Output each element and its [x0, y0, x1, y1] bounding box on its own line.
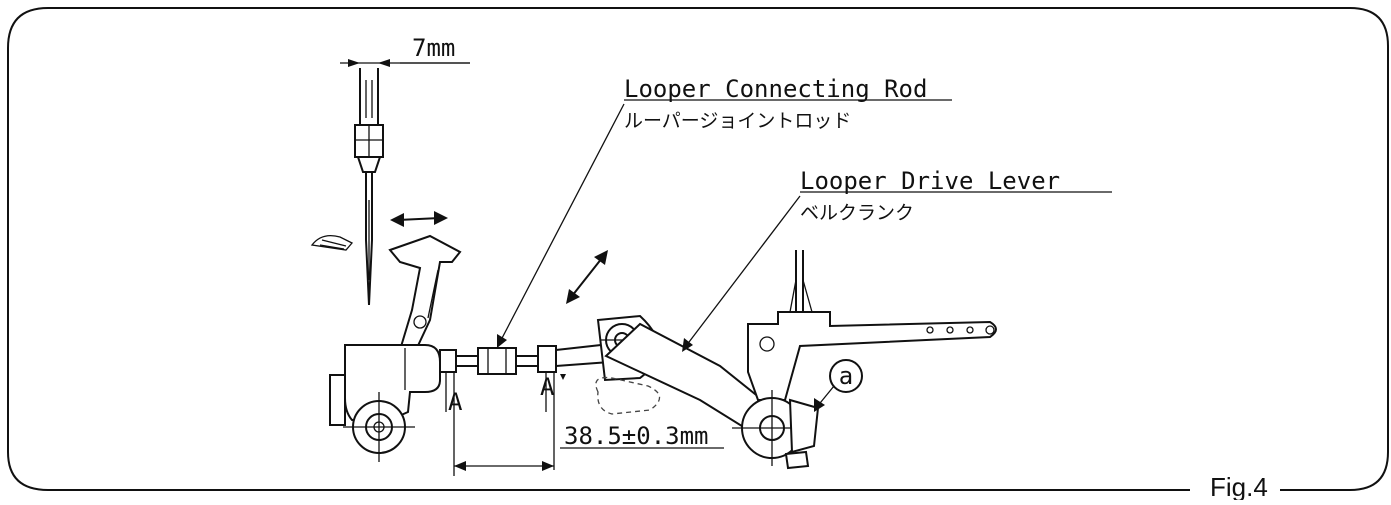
drive-lever-callout: Looper Drive Lever ベルクランク — [682, 167, 1112, 352]
needle-motion-arrow — [390, 211, 448, 227]
callout-a: a — [814, 359, 863, 412]
needle-assembly — [354, 68, 384, 306]
looper-base — [329, 344, 441, 462]
looper-connecting-rod — [439, 343, 611, 375]
point-a-markers: A A — [445, 372, 566, 416]
rod-motion-arrow — [566, 250, 608, 304]
frame-border — [7, 7, 1389, 491]
connecting-rod-label-jp: ルーパージョイントロッド — [624, 110, 851, 132]
connecting-rod-callout: Looper Connecting Rod ルーパージョイントロッド — [497, 75, 952, 348]
rod-length-dimension: 38.5±0.3mm — [453, 372, 724, 476]
thread-guide-sketch — [310, 234, 354, 251]
point-a-right-label: A — [540, 373, 555, 401]
figure-label: Fig.4 — [1210, 472, 1268, 500]
drive-lever-label-jp: ベルクランク — [800, 202, 914, 224]
needle-gap-dimension: 7mm — [340, 34, 470, 67]
looper-holder — [388, 234, 462, 354]
connecting-rod-label: Looper Connecting Rod — [624, 75, 927, 103]
drive-shaft — [732, 390, 820, 470]
rear-bracket — [747, 250, 997, 401]
hidden-crank-outline — [595, 376, 661, 415]
point-a-left-label: A — [448, 388, 463, 416]
callout-a-label: a — [839, 362, 853, 390]
drive-lever-label: Looper Drive Lever — [800, 167, 1060, 195]
needle-gap-label: 7mm — [412, 34, 455, 62]
rod-length-value: 38.5±0.3mm — [564, 422, 709, 450]
